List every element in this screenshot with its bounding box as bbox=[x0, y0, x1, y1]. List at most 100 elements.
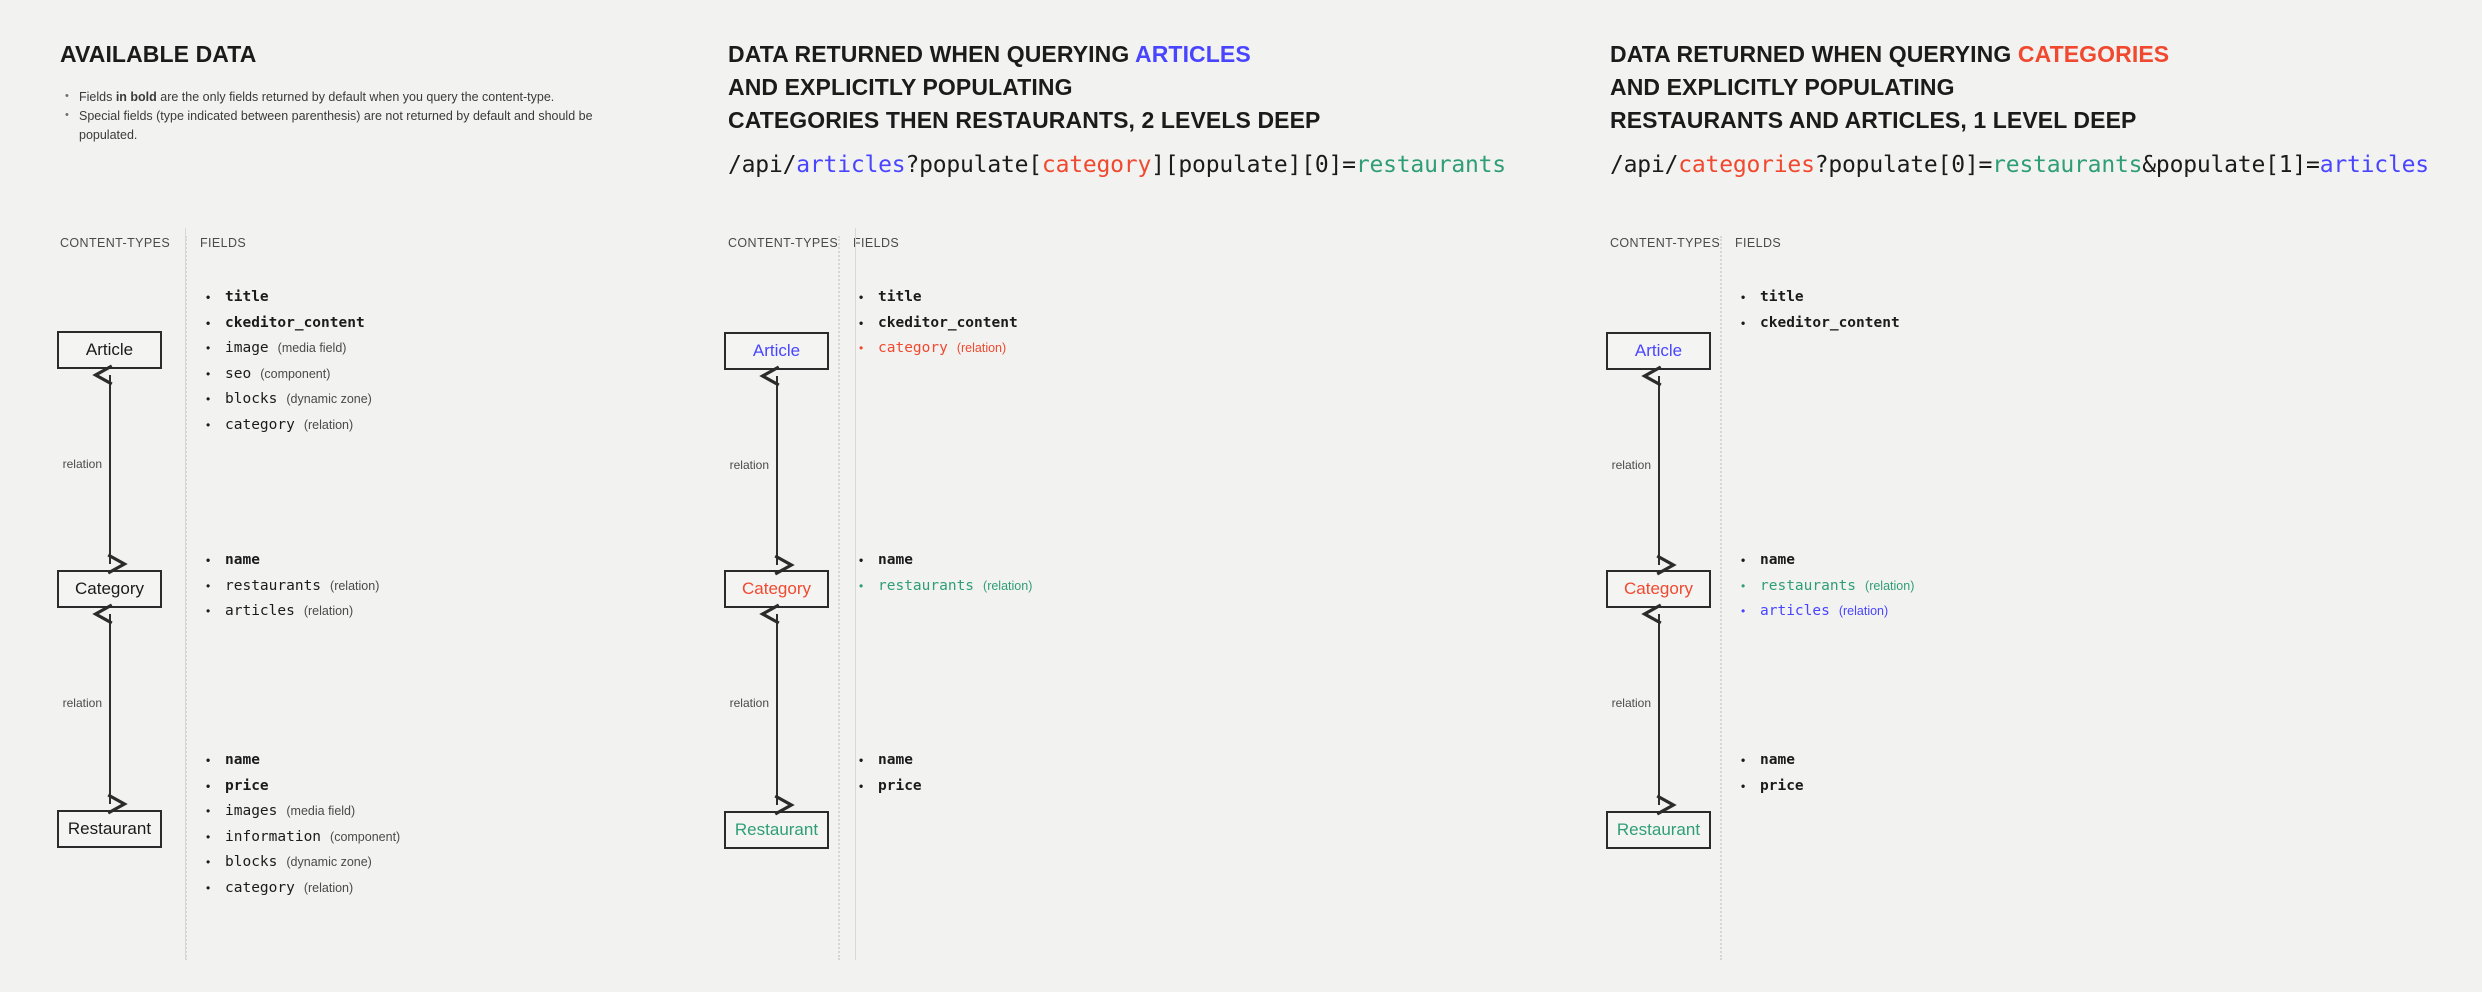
field-row: information (component) bbox=[203, 825, 400, 851]
entity-box-label: Category bbox=[1624, 579, 1693, 598]
query-segment: ?populate[0]= bbox=[1814, 152, 1993, 178]
field-type: (dynamic zone) bbox=[286, 855, 372, 869]
query-segment: &populate[1]= bbox=[2142, 152, 2320, 178]
entity-box-restaurant[interactable]: Restaurant bbox=[1606, 811, 1711, 849]
entity-box-label: Article bbox=[85, 340, 134, 359]
field-row: name bbox=[856, 748, 922, 774]
field-type: (component) bbox=[330, 829, 401, 844]
bullet-text-post: are the only fields returned by default … bbox=[156, 90, 555, 104]
bullet-text-bold: in bold bbox=[115, 90, 157, 104]
field-row: name bbox=[203, 748, 400, 774]
field-row: category (relation) bbox=[203, 413, 372, 439]
field-row: restaurants (relation) bbox=[1738, 574, 1914, 600]
field-type: (component) bbox=[260, 366, 331, 381]
field-type: (relation) bbox=[1865, 578, 1915, 593]
entity-box-label: Restaurant bbox=[1616, 820, 1701, 839]
entity-box-restaurant[interactable]: Restaurant bbox=[57, 810, 162, 848]
query-segment: /api/ bbox=[728, 152, 797, 178]
relation-arrow-category-restaurant: relation bbox=[717, 603, 837, 816]
panel2-api-query: /api/articles?populate[category][populat… bbox=[728, 152, 1506, 178]
query-segment: ?populate[ bbox=[905, 152, 1042, 178]
field-name: restaurants bbox=[1760, 577, 1857, 594]
fields-group-article: title ckeditor_content category(relation… bbox=[856, 285, 1018, 362]
relation-label: relation bbox=[1611, 696, 1651, 710]
field-type: (relation) bbox=[983, 578, 1033, 593]
entity-box-restaurant[interactable]: Restaurant bbox=[724, 811, 829, 849]
field-row: articles(relation) bbox=[203, 599, 379, 625]
query-segment: ][populate][0]= bbox=[1151, 152, 1356, 178]
entity-box-article[interactable]: Article bbox=[724, 332, 829, 370]
relation-arrow-article-category: relation bbox=[1599, 365, 1719, 576]
field-name: category bbox=[225, 416, 295, 433]
field-row: name bbox=[1738, 748, 1804, 774]
field-row: blocks(dynamic zone) bbox=[203, 850, 400, 876]
bullet-text-pre: Fields bbox=[79, 90, 116, 104]
entity-box-category[interactable]: Category bbox=[57, 570, 162, 608]
query-segment-articles: articles bbox=[796, 152, 906, 178]
field-type: (relation) bbox=[303, 880, 354, 895]
field-name: name bbox=[1760, 752, 1795, 768]
fields-group-restaurant: name price bbox=[1738, 748, 1804, 799]
panel1-bullets: Fields in bold are the only fields retur… bbox=[62, 87, 622, 145]
entity-box-article[interactable]: Article bbox=[57, 331, 162, 369]
field-row: ckeditor_content bbox=[856, 311, 1018, 337]
field-name: information bbox=[225, 828, 322, 845]
column-label-content-types: CONTENT-TYPES bbox=[1610, 236, 1721, 250]
query-segment-restaurants: restaurants bbox=[1992, 152, 2143, 178]
field-name: category bbox=[225, 879, 295, 896]
column-label-fields: FIELDS bbox=[200, 236, 247, 250]
query-segment-categories: categories bbox=[1678, 152, 1815, 178]
field-row: ckeditor_content bbox=[203, 311, 372, 337]
field-row: title bbox=[1738, 285, 1900, 311]
entity-box-label: Category bbox=[742, 579, 811, 598]
entity-box-label: Category bbox=[75, 579, 144, 598]
field-row: name bbox=[1738, 548, 1914, 574]
column-label-content-types: CONTENT-TYPES bbox=[728, 236, 839, 250]
field-row: seo (component) bbox=[203, 362, 372, 388]
field-type: (media field) bbox=[277, 341, 347, 355]
panel3-heading-line1: DATA RETURNED WHEN QUERYING CATEGORIES bbox=[1610, 38, 2169, 71]
relation-arrow-category-restaurant: relation bbox=[1599, 603, 1719, 816]
relation-arrow-article-category: relation bbox=[717, 365, 837, 576]
field-name: ckeditor_content bbox=[225, 314, 365, 331]
relation-label: relation bbox=[1611, 458, 1651, 472]
bullet-item: Fields in bold are the only fields retur… bbox=[65, 87, 622, 107]
field-type: (media field) bbox=[286, 804, 356, 818]
field-name: seo bbox=[225, 365, 252, 382]
heading-highlight-articles: ARTICLES bbox=[1135, 41, 1251, 67]
panel2-heading-line2: AND EXPLICITLY POPULATING bbox=[728, 74, 1073, 100]
field-type: (relation) bbox=[1838, 604, 1889, 618]
column-label-content-types: CONTENT-TYPES bbox=[60, 236, 171, 250]
panel-available-data: AVAILABLE DATA Fields in bold are the on… bbox=[0, 0, 855, 992]
field-row: restaurants (relation) bbox=[856, 574, 1032, 600]
fields-group-article: title ckeditor_content bbox=[1738, 285, 1900, 336]
field-name: restaurants bbox=[878, 577, 975, 594]
relation-label: relation bbox=[62, 457, 102, 471]
field-name: name bbox=[225, 752, 260, 768]
relation-arrow-article-category: relation bbox=[50, 364, 170, 575]
field-name: images bbox=[225, 803, 278, 819]
field-type: (relation) bbox=[303, 417, 354, 432]
field-name: price bbox=[1760, 777, 1804, 794]
entity-box-category[interactable]: Category bbox=[1606, 570, 1711, 608]
fields-group-restaurant: name price bbox=[856, 748, 922, 799]
field-row: restaurants(relation) bbox=[203, 574, 379, 600]
panel-query-articles: DATA RETURNED WHEN QUERYING ARTICLES AND… bbox=[724, 0, 1506, 992]
panel3-heading-line3: RESTAURANTS AND ARTICLES, 1 LEVEL DEEP bbox=[1610, 107, 2137, 133]
entity-box-category[interactable]: Category bbox=[724, 570, 829, 608]
query-segment-restaurants: restaurants bbox=[1355, 152, 1506, 178]
panel-query-categories: DATA RETURNED WHEN QUERYING CATEGORIES A… bbox=[1606, 0, 2482, 992]
entity-box-label: Article bbox=[752, 341, 801, 360]
field-name: articles bbox=[1760, 603, 1830, 619]
heading-text: DATA RETURNED WHEN QUERYING bbox=[728, 41, 1135, 67]
field-name: image bbox=[225, 340, 269, 356]
entity-box-label: Article bbox=[1634, 341, 1683, 360]
column-separator-dotted bbox=[838, 236, 840, 960]
field-row: blocks(dynamic zone) bbox=[203, 387, 372, 413]
field-name: name bbox=[1760, 552, 1795, 568]
field-name: ckeditor_content bbox=[1760, 314, 1900, 331]
field-row: articles (relation) bbox=[1738, 599, 1914, 625]
entity-box-article[interactable]: Article bbox=[1606, 332, 1711, 370]
panel3-api-query: /api/categories?populate[0]=restaurants&… bbox=[1610, 152, 2429, 178]
